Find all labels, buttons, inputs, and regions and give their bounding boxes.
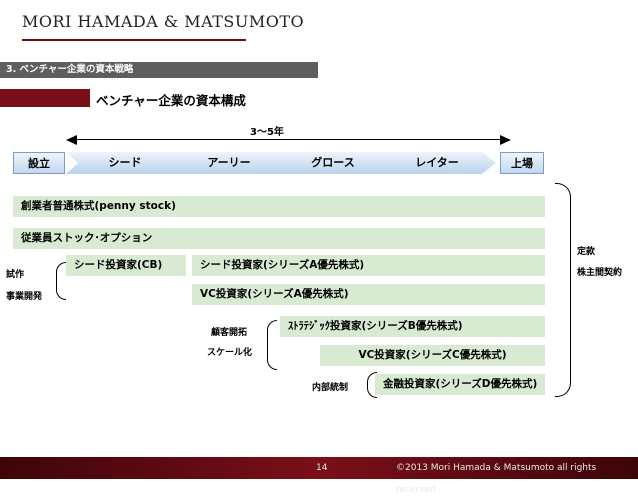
arrow-left-icon <box>66 135 77 145</box>
label-customer: 顧客開拓 <box>211 328 248 338</box>
slide-title: ベンチャー企業の資本構成 <box>96 93 246 108</box>
arrow-right-icon <box>500 135 511 145</box>
label-articles: 定款 <box>577 247 596 257</box>
bar-seed-cb: シード投資家(CB) <box>66 255 186 276</box>
brace-customer <box>267 320 277 370</box>
brace-trial <box>56 262 66 300</box>
duration-arrow-line <box>76 139 500 140</box>
brace-legal-documents <box>555 183 571 397</box>
firm-logo: MORI HAMADA & MATSUMOTO <box>22 12 305 31</box>
label-scale: スケール化 <box>207 348 253 358</box>
stage-early: アーリー <box>170 152 288 174</box>
copyright-text: ©2013 Mori Hamada & Matsumoto all rights… <box>396 463 597 495</box>
stage-seed: シード <box>66 152 184 174</box>
page-number: 14 <box>316 463 328 473</box>
section-heading: 3. ベンチャー企業の資本戦略 <box>0 62 318 78</box>
bar-strategic-series-b: ｽﾄﾗﾃｼﾞｯｸ投資家(シリーズB優先株式) <box>280 316 545 337</box>
logo-underline <box>22 39 246 41</box>
stage-ipo: 上場 <box>500 152 544 174</box>
duration-label: 3〜5年 <box>250 127 284 138</box>
bar-stock-option: 従業員ストック･オプション <box>13 228 545 249</box>
label-trial: 試作 <box>6 270 25 280</box>
footer-bar: 14 ©2013 Mori Hamada & Matsumoto all rig… <box>0 457 638 495</box>
title-accent-block <box>0 89 90 107</box>
bar-finance-series-d: 金融投資家(シリーズD優先株式) <box>375 374 545 395</box>
stage-growth: グロース <box>274 152 392 174</box>
bar-vc-series-a: VC投資家(シリーズA優先株式) <box>192 284 545 305</box>
stage-founding: 設立 <box>13 152 65 174</box>
label-internal-control: 内部統制 <box>312 383 349 393</box>
brace-internal-control <box>367 372 377 398</box>
label-shareholders-agreement: 株主間契約 <box>577 268 623 278</box>
stage-late: レイター <box>378 152 496 174</box>
bar-seed-series-a: シード投資家(シリーズA優先株式) <box>192 255 545 276</box>
label-development: 事業開発 <box>6 292 43 302</box>
bar-common-stock: 創業者普通株式(penny stock) <box>13 196 545 217</box>
bar-vc-series-c: VC投資家(シリーズC優先株式) <box>320 345 545 366</box>
